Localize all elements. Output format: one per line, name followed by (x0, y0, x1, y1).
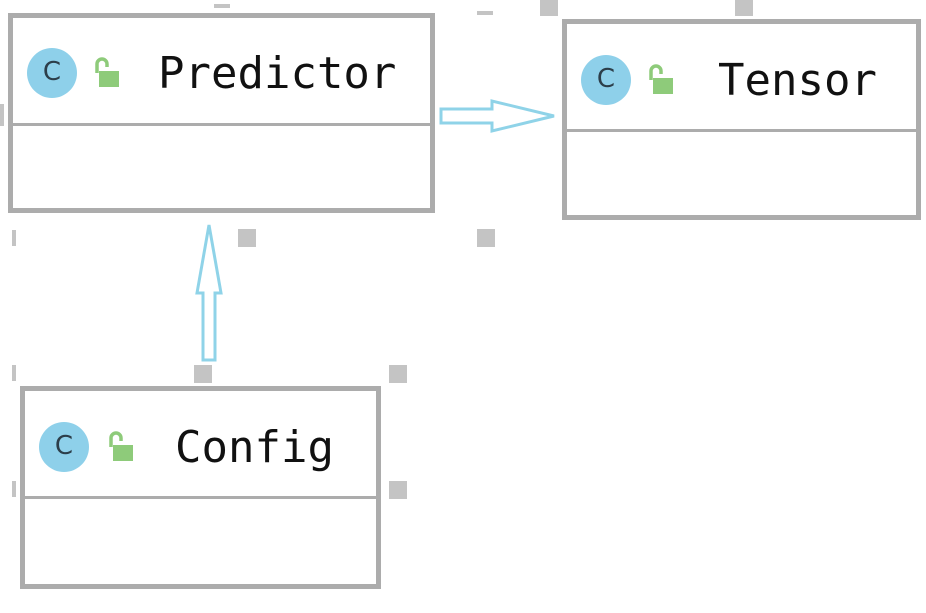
class-name: Tensor (718, 55, 877, 106)
selection-handle[interactable] (238, 229, 256, 247)
class-body (25, 499, 376, 584)
selection-tick (477, 11, 493, 15)
selection-tick (214, 4, 230, 8)
class-header: C Predictor (13, 18, 430, 126)
selection-handle[interactable] (735, 0, 753, 16)
class-name: Config (175, 422, 334, 473)
selection-handle[interactable] (389, 365, 407, 383)
class-body (13, 126, 430, 208)
class-kind-icon: C (39, 422, 89, 472)
unlock-icon (649, 64, 673, 94)
class-box-config[interactable]: C Config (20, 386, 381, 589)
selection-handle[interactable] (389, 481, 407, 499)
unlock-icon (109, 431, 133, 461)
selection-handle[interactable] (194, 365, 212, 383)
class-box-predictor[interactable]: C Predictor (8, 13, 435, 213)
class-kind-letter: C (54, 431, 74, 461)
unlock-icon (95, 57, 119, 87)
class-body (567, 132, 916, 215)
class-kind-icon: C (27, 48, 77, 98)
selection-tick (0, 104, 4, 126)
class-name: Predictor (158, 48, 397, 99)
inheritance-arrow-predictor-tensor[interactable] (439, 99, 555, 133)
class-kind-letter: C (596, 64, 616, 94)
class-header: C Tensor (567, 24, 916, 132)
class-box-tensor[interactable]: C Tensor (562, 19, 921, 220)
selection-tick (12, 230, 16, 246)
selection-handle[interactable] (477, 229, 495, 247)
selection-tick (12, 481, 16, 497)
selection-tick (12, 365, 16, 381)
inheritance-arrow-config-predictor[interactable] (195, 224, 223, 362)
selection-handle[interactable] (540, 0, 558, 16)
class-kind-icon: C (581, 55, 631, 105)
class-kind-letter: C (42, 57, 62, 87)
class-header: C Config (25, 391, 376, 499)
